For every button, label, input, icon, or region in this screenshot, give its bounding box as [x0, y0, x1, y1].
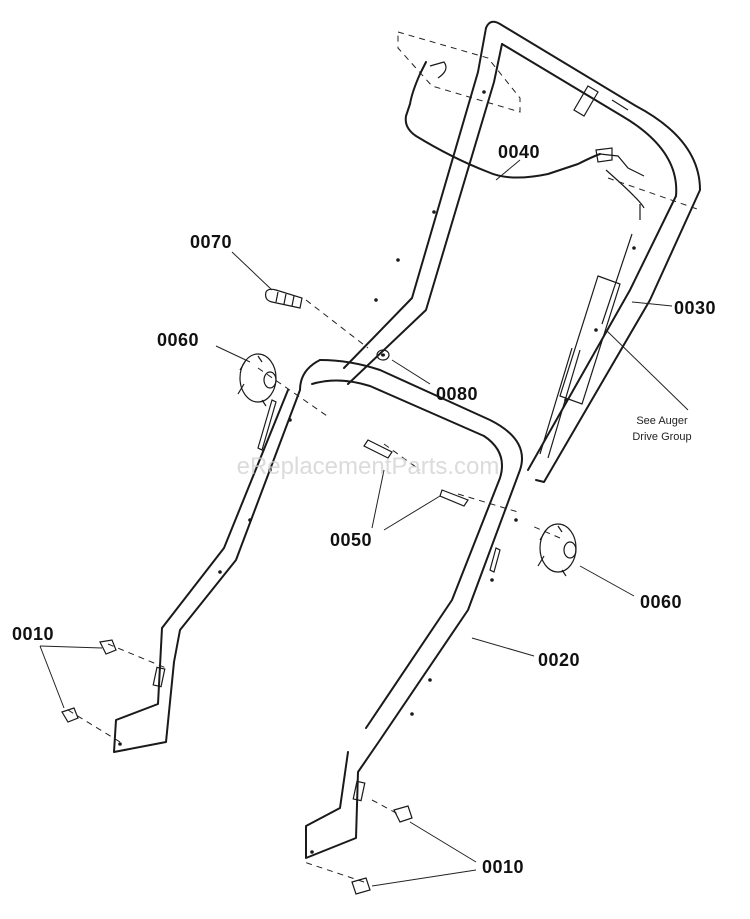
callout-0030: 0030: [674, 298, 716, 318]
bolts-0050: [363, 439, 469, 507]
note-line-1: See Auger: [636, 415, 688, 427]
nuts-0010: [61, 639, 413, 895]
callout-0060-left: 0060: [157, 330, 199, 350]
note-line-2: Drive Group: [632, 431, 691, 443]
callout-0060-right: 0060: [640, 592, 682, 612]
assembly-lines: [67, 177, 701, 883]
callout-0070: 0070: [190, 232, 232, 252]
auger-spring: [539, 204, 641, 459]
leader-lines: [39, 159, 689, 887]
lower-handle: [113, 359, 523, 859]
knob-left: [237, 353, 277, 407]
phantom-box: [397, 31, 521, 113]
callout-0020: 0020: [538, 650, 580, 670]
callout-0010-right: 0010: [482, 857, 524, 877]
watermark: eReplacementParts.com: [237, 453, 500, 480]
control-cable: [404, 61, 645, 209]
knob-right: [537, 523, 577, 577]
upper-handle: [343, 20, 701, 483]
callout-0010-left: 0010: [12, 624, 54, 644]
callout-0050: 0050: [330, 530, 372, 550]
callout-0040: 0040: [498, 142, 540, 162]
bolt-0070: [265, 288, 303, 309]
washer-0080: [376, 349, 390, 361]
callout-0080: 0080: [436, 384, 478, 404]
